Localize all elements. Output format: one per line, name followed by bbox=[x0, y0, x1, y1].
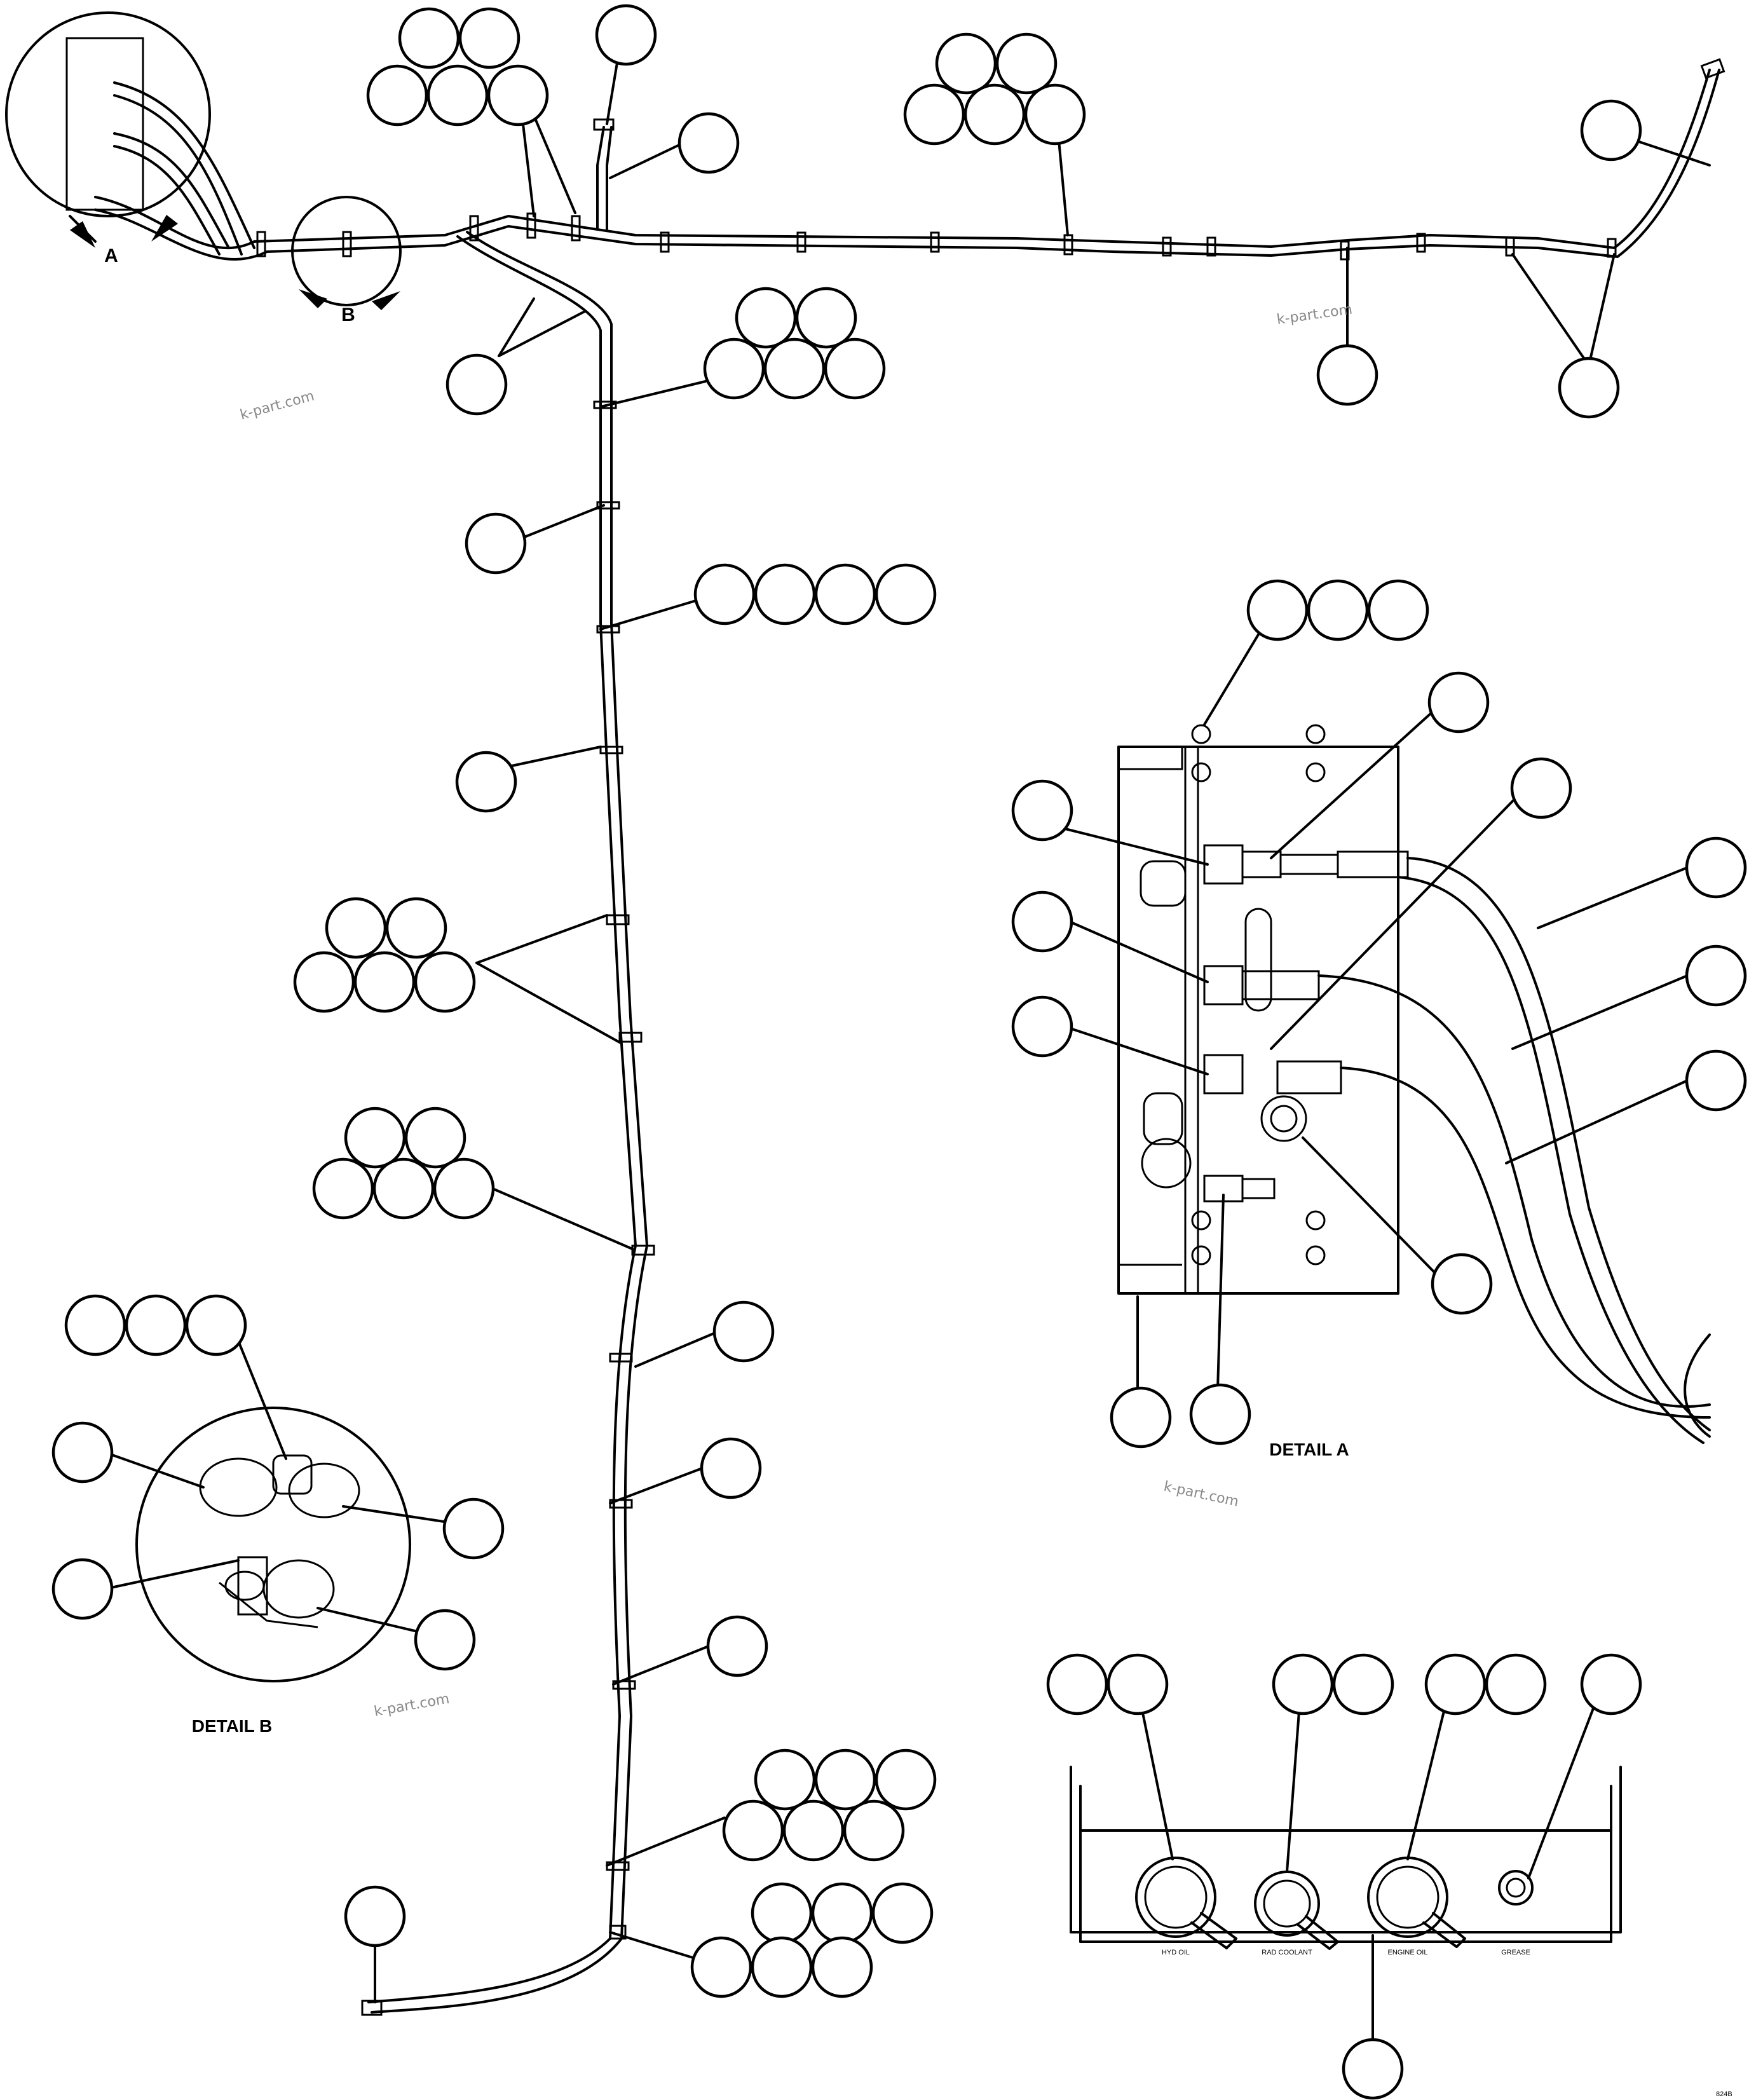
panel-label-hyd-oil: HYD OIL bbox=[1162, 1949, 1190, 1956]
panel-label-engine-oil: ENGINE OIL bbox=[1388, 1949, 1428, 1956]
rad-coolant-gauge bbox=[1254, 1871, 1339, 1950]
watermark-4: k-part.com bbox=[373, 1691, 451, 1719]
long-drop-hose bbox=[361, 231, 655, 2016]
callout-bubbles bbox=[51, 4, 1747, 2100]
panel-label-rad-coolant: RAD COOLANT bbox=[1262, 1949, 1312, 1956]
detail-b-callout: B bbox=[291, 196, 402, 325]
detail-a-title: DETAIL A bbox=[1269, 1440, 1349, 1459]
watermark-2: k-part.com bbox=[1276, 302, 1353, 328]
main-hose-harness bbox=[94, 58, 1725, 261]
detail-a-view: DETAIL A bbox=[1117, 724, 1711, 1459]
service-panel: HYD OIL RAD COOLANT ENGINE OIL GREASE bbox=[1070, 1766, 1622, 1956]
detail-a-callout: A bbox=[5, 11, 211, 266]
panel-label-grease: GREASE bbox=[1501, 1949, 1530, 1956]
detail-b-marker: B bbox=[341, 304, 355, 325]
hyd-oil-gauge bbox=[1135, 1857, 1237, 1949]
detail-b-title: DETAIL B bbox=[192, 1716, 273, 1736]
drawing-number: 824B bbox=[1716, 2090, 1732, 2098]
detail-b-view: DETAIL B bbox=[135, 1407, 411, 1736]
watermark-1: k-part.com bbox=[238, 388, 316, 423]
grease-fitting bbox=[1498, 1870, 1534, 1906]
watermark-3: k-part.com bbox=[1162, 1478, 1240, 1510]
detail-a-marker: A bbox=[104, 245, 118, 266]
